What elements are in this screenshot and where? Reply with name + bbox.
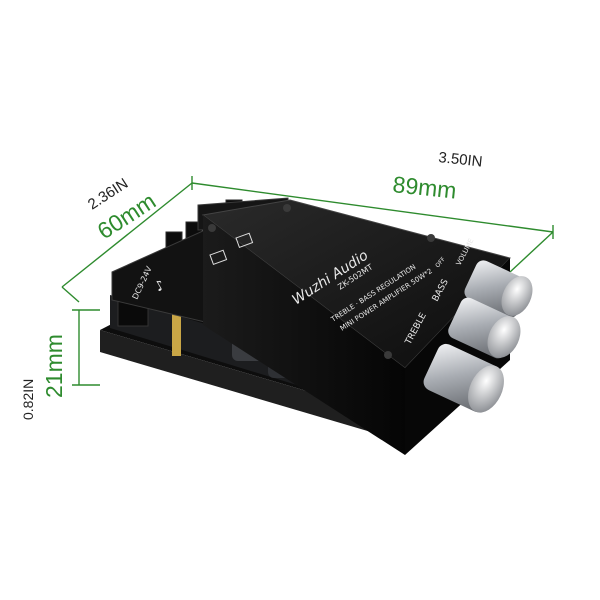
screw [208, 224, 216, 232]
screw [427, 234, 435, 242]
front-panel [203, 215, 405, 455]
length-mm-label: 89mm [391, 171, 457, 204]
terminal-icon [235, 232, 254, 249]
terminal-icon [209, 249, 228, 266]
dimension-lines [61, 176, 554, 386]
standoff [172, 312, 181, 356]
height-mm-label: 21mm [41, 334, 67, 398]
amplifier-board: Wuzhi Audio ZK-502MT TREBLE · BASS REGUL… [100, 197, 511, 455]
height-inch-label: 0.82IN [20, 379, 36, 420]
bass-knob [448, 297, 521, 359]
screw [384, 351, 392, 359]
screw [283, 204, 291, 212]
length-inch-label: 3.50IN [438, 149, 484, 171]
treble-knob [423, 343, 504, 413]
